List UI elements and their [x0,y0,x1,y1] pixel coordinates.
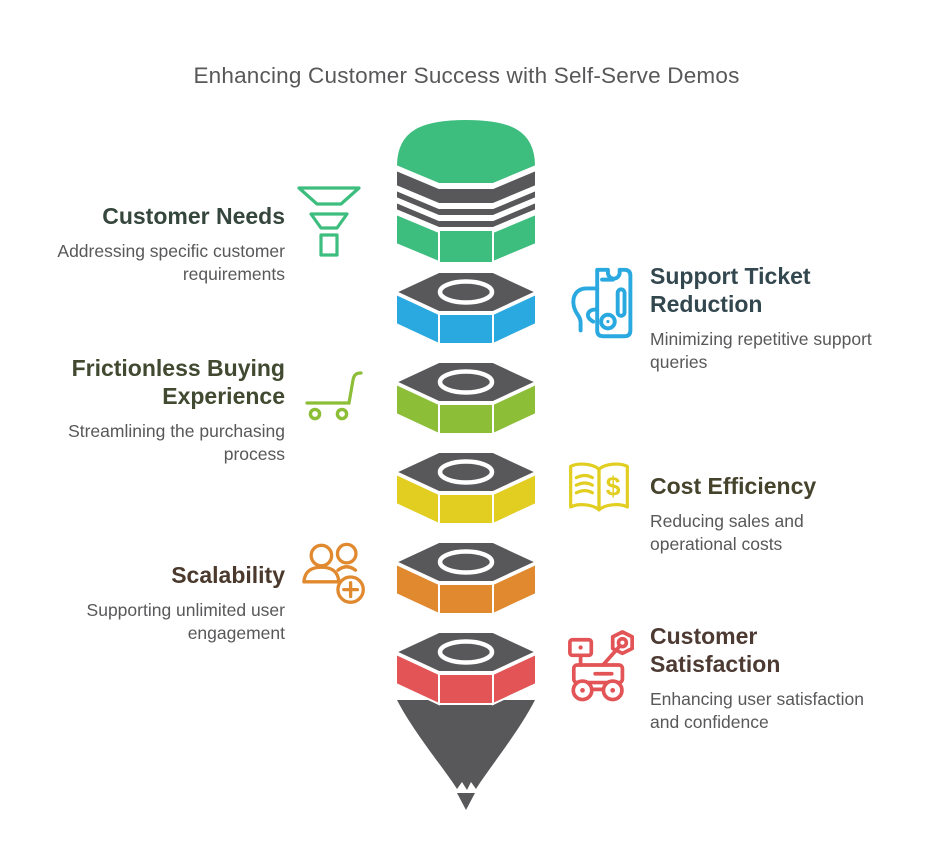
nut-hole-ring [437,549,495,575]
cone-body [397,700,535,790]
nut-top-face [393,271,539,313]
benefit-subtitle: Enhancing user satisfaction and confiden… [650,689,865,733]
benefit-scalability: Scalability Supporting unlimited user en… [30,561,285,645]
funnel-icon [294,181,364,257]
nut-face-center [438,493,494,525]
people-plus-icon [299,539,373,613]
benefit-subtitle: Supporting unlimited user engagement [86,600,285,644]
green-face-center [438,229,494,264]
svg-text:$: $ [606,472,621,502]
page-title: Enhancing Customer Success with Self-Ser… [193,63,740,88]
nut-face-right [492,472,537,526]
nut-top-face [393,631,539,673]
nut-hole-ring [437,369,495,395]
nut-hole-ring [437,459,495,485]
book-dollar-icon: $ [565,458,633,520]
rover-icon [566,628,638,704]
nut-face-right [492,652,537,706]
nut-face-right [492,562,537,616]
cart-icon [300,370,364,426]
nut-hole-ring [437,279,495,305]
nut-face-center [438,313,494,345]
benefit-support-ticket-reduction: Support Ticket Reduction Minimizing repe… [650,262,902,374]
nut-top-face [393,361,539,403]
benefit-subtitle: Addressing specific customer requirement… [57,241,285,285]
funnel-segment-yellow [393,451,539,526]
benefit-customer-satisfaction: Customer Satisfaction Enhancing user sat… [650,622,888,734]
benefit-heading: Support Ticket Reduction [650,263,811,318]
benefit-heading: Frictionless Buying Experience [71,355,285,410]
funnel-segment-lime [393,361,539,436]
green-stripe-2 [395,188,537,217]
ticket-icon [567,264,643,346]
cone-tip [457,793,475,810]
funnel-segment-green [394,117,538,264]
benefit-heading: Customer Needs [102,203,285,229]
benefit-customer-needs: Customer Needs Addressing specific custo… [30,202,285,286]
nut-top-face [393,541,539,583]
green-stripe-1 [395,168,537,205]
benefit-subtitle: Streamlining the purchasing process [68,421,285,465]
funnel-cone [397,700,535,810]
nut-face-center [438,583,494,615]
green-face-right [492,212,537,264]
funnel-segment-orange [393,541,539,616]
benefit-heading: Cost Efficiency [650,473,817,499]
nut-face-right [492,382,537,436]
benefit-frictionless-buying: Frictionless Buying Experience Streamlin… [30,354,285,466]
benefit-heading: Customer Satisfaction [650,623,781,678]
benefit-subtitle: Minimizing repetitive support queries [650,329,872,373]
green-dome [394,117,538,185]
nut-hole-ring [437,639,495,665]
funnel-segment-blue [393,271,539,346]
funnel-segment-red [393,631,539,706]
benefit-subtitle: Reducing sales and operational costs [650,511,804,555]
nut-face-center [438,673,494,705]
green-stripe-3 [395,200,537,229]
nut-face-right [492,292,537,346]
benefit-heading: Scalability [171,562,285,588]
nut-face-center [438,403,494,435]
nut-top-face [393,451,539,493]
benefit-cost-efficiency: Cost Efficiency Reducing sales and opera… [650,472,870,556]
